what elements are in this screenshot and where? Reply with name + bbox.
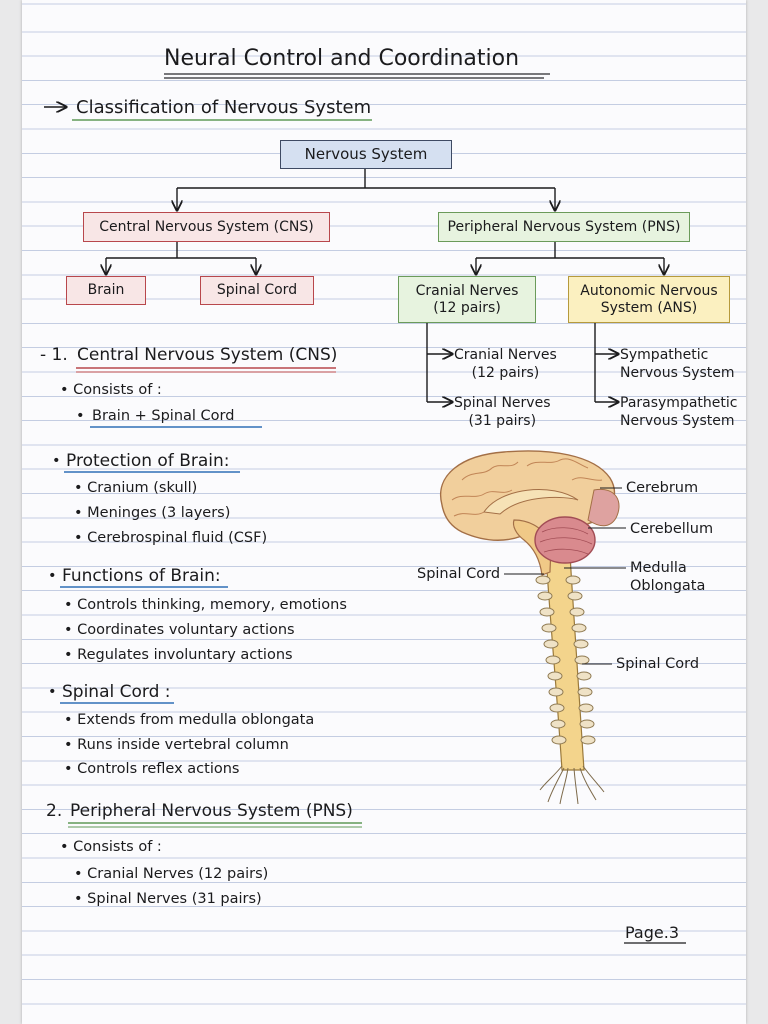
notebook-page: Neural Control and Coordination Classifi… [22, 0, 746, 1024]
spinal-item: • Controls reflex actions [64, 761, 240, 777]
spinal-heading: Spinal Cord : [62, 682, 171, 702]
pns-consists-of: • Consists of : [60, 839, 162, 855]
pns-consists-item: • Spinal Nerves (31 pairs) [74, 891, 262, 907]
functions-item: • Regulates involuntary actions [64, 647, 293, 663]
classification-heading: Classification of Nervous System [76, 97, 372, 118]
spinal-item: • Runs inside vertebral column [64, 737, 289, 753]
pns-consists-item: • Cranial Nerves (12 pairs) [74, 866, 269, 882]
label-cerebrum: Cerebrum [626, 480, 699, 496]
page-title: Neural Control and Coordination [164, 46, 520, 71]
cns-bullet: • [76, 408, 85, 424]
protection-item: • Cranium (skull) [74, 480, 198, 496]
protection-bullet: • [52, 453, 61, 469]
nerve-roots-drawing [539, 765, 605, 805]
label-medulla-oblongata: Medulla Oblongata [630, 560, 706, 594]
section1-heading: Central Nervous System (CNS) [77, 345, 338, 365]
node-ans: Autonomic Nervous System (ANS) [568, 276, 730, 323]
section2-heading: Peripheral Nervous System (PNS) [70, 801, 353, 821]
node-brain: Brain [66, 276, 146, 305]
section-underlines [60, 367, 686, 944]
gyri-drawing [451, 458, 603, 517]
pns-branch-spinal: Spinal Nerves (31 pairs) [454, 395, 551, 429]
label-spinal-cord-right: Spinal Cord [616, 656, 700, 672]
brain-illustration [439, 450, 620, 805]
ans-branch-sympathetic: Sympathetic Nervous System [620, 347, 735, 381]
functions-item: • Coordinates voluntary actions [64, 622, 295, 638]
cns-consists-item: Brain + Spinal Cord [92, 408, 235, 424]
node-nervous-system: Nervous System [280, 140, 452, 169]
spinal-item: • Extends from medulla oblongata [64, 712, 315, 728]
functions-heading: Functions of Brain: [62, 566, 221, 586]
cerebellum-drawing [534, 516, 596, 564]
vertebrae-drawing [535, 575, 596, 745]
corpus-callosum-drawing [483, 489, 579, 515]
leader-lines [504, 487, 626, 665]
node-cranial-nerves: Cranial Nerves (12 pairs) [398, 276, 536, 323]
page-number: Page.3 [625, 923, 679, 942]
section2-number: 2. [46, 801, 63, 821]
functions-bullet: • [48, 568, 57, 584]
protection-item: • Cerebrospinal fluid (CSF) [74, 530, 268, 546]
node-spinal-cord: Spinal Cord [200, 276, 314, 305]
spinal-bullet: • [48, 684, 57, 700]
spinal-cord-drawing [545, 554, 585, 771]
tree-connectors [44, 107, 664, 402]
cns-consists-of: • Consists of : [60, 382, 162, 398]
title-underline [164, 73, 550, 79]
cerebellum-folds-drawing [539, 527, 593, 555]
ans-branch-parasympathetic: Parasympathetic Nervous System [620, 395, 738, 429]
page-drawing-layer [44, 73, 686, 944]
label-cerebellum: Cerebellum [630, 521, 714, 537]
pns-branch-cranial: Cranial Nerves (12 pairs) [454, 347, 557, 381]
node-pns: Peripheral Nervous System (PNS) [438, 212, 690, 242]
protection-item: • Meninges (3 layers) [74, 505, 231, 521]
protection-heading: Protection of Brain: [66, 451, 230, 471]
functions-item: • Controls thinking, memory, emotions [64, 597, 347, 613]
section1-number: - 1. [40, 345, 68, 365]
label-spinal-cord-left: Spinal Cord [417, 566, 501, 582]
occipital-pink-drawing [587, 488, 620, 527]
node-cns: Central Nervous System (CNS) [83, 212, 330, 242]
